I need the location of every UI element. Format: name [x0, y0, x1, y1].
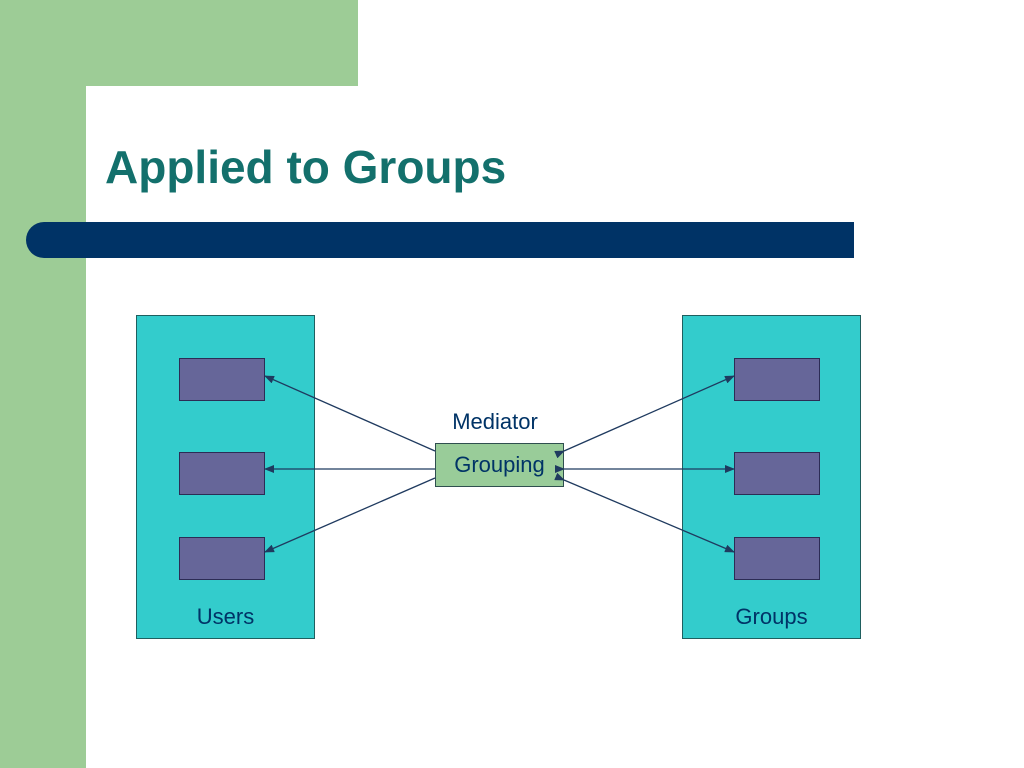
users-label: Users — [196, 604, 255, 629]
arrow-group-top — [554, 375, 735, 459]
decorative-top-block — [0, 0, 358, 86]
arrow-to-user-top — [264, 375, 436, 452]
group-box — [734, 358, 820, 401]
user-box — [179, 452, 265, 495]
user-box — [179, 537, 265, 580]
arrow-to-user-bottom — [264, 477, 436, 553]
grouping-box: Grouping — [435, 443, 564, 487]
arrow-group-bottom — [554, 472, 735, 553]
mediator-label: Mediator — [452, 409, 538, 434]
group-box — [734, 537, 820, 580]
decorative-left-strip — [0, 0, 86, 768]
title-underline-bar — [26, 222, 854, 258]
slide-title: Applied to Groups — [105, 141, 507, 193]
groups-label: Groups — [735, 604, 808, 629]
decorative-rounded-corner — [86, 86, 146, 146]
group-box — [734, 452, 820, 495]
groups-panel: Groups — [682, 315, 861, 639]
